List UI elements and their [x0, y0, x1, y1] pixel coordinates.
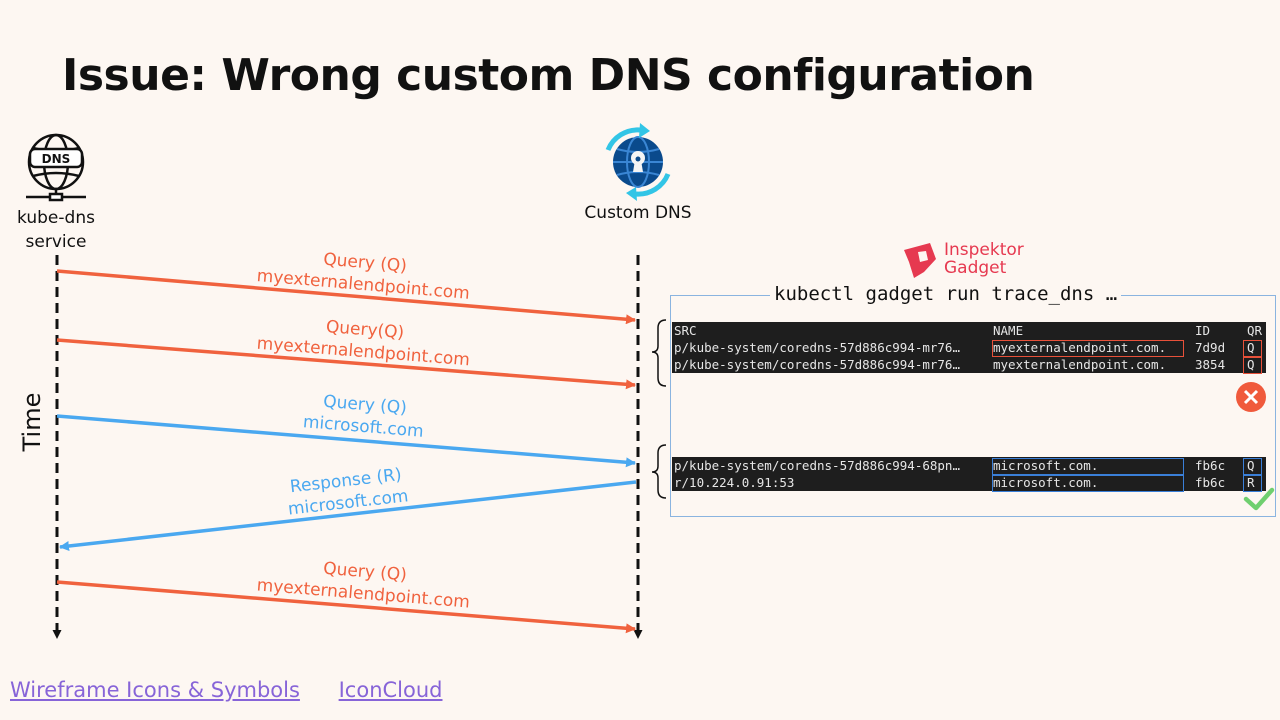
- wireframe-icons-link[interactable]: Wireframe Icons & Symbols: [10, 678, 300, 702]
- error-x-icon: [1236, 382, 1266, 412]
- table-row: r/10.224.0.91:53 microsoft.com. fb6c R: [674, 475, 1255, 490]
- message-arrow-3: [56, 414, 636, 468]
- highlight-box: [1243, 475, 1262, 492]
- message-arrow-4: [59, 480, 637, 551]
- dns-globe-icon: DNS: [26, 133, 86, 202]
- inspektor-gadget-logo: Inspektor Gadget: [944, 240, 1024, 278]
- custom-dns-label: Custom DNS: [584, 203, 692, 223]
- inspektor-gadget-logo-icon: [904, 243, 936, 278]
- brace-icon: [651, 444, 667, 499]
- page-title: Issue: Wrong custom DNS configuration: [62, 50, 1035, 101]
- highlight-box: [992, 340, 1184, 357]
- message-arrow-2: [56, 338, 636, 390]
- check-icon: [1243, 487, 1275, 511]
- highlight-box: [992, 458, 1184, 475]
- trace-dns-command: kubectl gadget run trace_dns …: [770, 283, 1122, 305]
- highlight-box: [1243, 340, 1262, 357]
- terminal-output-block: SRC NAME ID QR p/kube-system/coredns-57d…: [672, 322, 1266, 373]
- message-arrow-5: [56, 580, 636, 634]
- table-row: p/kube-system/coredns-57d886c994-mr76… m…: [674, 340, 1255, 355]
- highlight-box: [1243, 357, 1262, 374]
- highlight-box: [992, 475, 1184, 492]
- time-axis-label: Time: [18, 393, 46, 453]
- iconcloud-link[interactable]: IconCloud: [338, 678, 443, 702]
- message-arrow-1: [56, 269, 636, 325]
- brace-icon: [651, 319, 667, 387]
- custom-dns-globe-icon: [605, 123, 671, 201]
- table-row: p/kube-system/coredns-57d886c994-mr76… m…: [674, 357, 1255, 372]
- svg-text:DNS: DNS: [42, 152, 71, 166]
- terminal-header-row: SRC NAME ID QR: [674, 323, 1263, 338]
- footer-links: Wireframe Icons & Symbols IconCloud: [10, 678, 475, 702]
- kube-dns-service-label: kube-dns service: [17, 208, 95, 252]
- highlight-box: [1243, 458, 1262, 475]
- table-row: p/kube-system/coredns-57d886c994-68pn… m…: [674, 458, 1255, 473]
